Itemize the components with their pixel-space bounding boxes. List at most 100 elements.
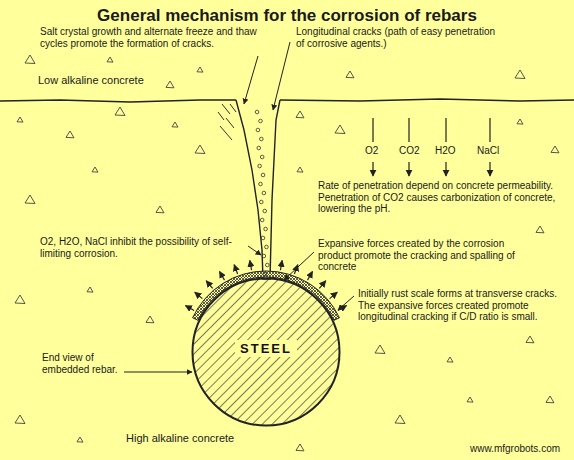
debris-dot bbox=[260, 155, 264, 159]
rebar-section: STEEL bbox=[191, 277, 341, 427]
aggregate-stone bbox=[87, 287, 93, 292]
aggregate-stone bbox=[296, 111, 304, 118]
annotation: NaCl bbox=[477, 145, 499, 157]
penetration-arrow bbox=[445, 162, 446, 176]
penetration-arrow bbox=[445, 118, 446, 142]
aggregate-stone bbox=[92, 167, 98, 172]
debris-dot bbox=[265, 245, 269, 249]
aggregate-stone bbox=[536, 226, 544, 233]
force-arrow bbox=[319, 281, 325, 289]
concrete-surface bbox=[0, 100, 236, 102]
aggregate-stone bbox=[346, 71, 354, 78]
penetration-arrow bbox=[489, 118, 490, 142]
aggregate-stone bbox=[66, 131, 74, 138]
debris-dot bbox=[259, 182, 263, 186]
annotation: H2O bbox=[435, 145, 456, 157]
penetration-arrow bbox=[408, 118, 409, 142]
aggregate-stone bbox=[156, 206, 164, 213]
leader-line bbox=[124, 372, 192, 373]
diagram-title: General mechanism for the corrosion of r… bbox=[0, 6, 574, 26]
aggregate-stone bbox=[15, 415, 25, 424]
force-arrow bbox=[195, 292, 203, 298]
aggregate-stone bbox=[296, 444, 304, 451]
force-arrow bbox=[234, 265, 237, 274]
leader-line bbox=[273, 42, 290, 110]
debris-dot bbox=[264, 227, 268, 231]
annotation: Salt crystal growth and alternate freeze… bbox=[40, 26, 262, 49]
penetration-arrow bbox=[372, 162, 373, 176]
debris-dot bbox=[262, 191, 266, 195]
debris-dot bbox=[259, 119, 263, 123]
debris-dot bbox=[263, 272, 267, 276]
force-arrow bbox=[308, 271, 313, 280]
aggregate bbox=[15, 55, 559, 451]
force-arrow bbox=[250, 260, 252, 270]
penetration-arrow bbox=[489, 162, 490, 176]
debris-dot bbox=[255, 110, 259, 114]
aggregate-stone bbox=[25, 195, 35, 204]
aggregate-stone bbox=[107, 57, 113, 62]
debris-dot bbox=[260, 218, 264, 222]
leader-line bbox=[248, 246, 261, 255]
aggregate-stone bbox=[297, 167, 303, 172]
leader-line bbox=[338, 296, 354, 310]
annotation: High alkaline concrete bbox=[126, 432, 276, 445]
penetration-arrow bbox=[372, 118, 373, 142]
debris-dot bbox=[265, 263, 269, 267]
penetration-arrow bbox=[408, 162, 409, 176]
aggregate-stone bbox=[195, 145, 205, 154]
micro-cracks bbox=[218, 104, 236, 140]
aggregate-stone bbox=[25, 55, 35, 64]
annotation: O2, H2O, NaCl inhibit the possibility of… bbox=[40, 236, 245, 259]
debris-dot bbox=[261, 173, 265, 177]
force-arrow bbox=[206, 281, 212, 289]
aggregate-stone bbox=[515, 70, 525, 79]
annotation: www.mfgrobots.com bbox=[470, 443, 560, 455]
annotation: O2 bbox=[365, 145, 378, 157]
aggregate-stone bbox=[375, 345, 385, 354]
force-arrow bbox=[220, 271, 225, 280]
annotation: Rate of penetration depend on concrete p… bbox=[318, 180, 558, 215]
leader-line bbox=[244, 56, 258, 104]
annotation: Expansive forces created by the corrosio… bbox=[318, 238, 533, 273]
debris-dot bbox=[261, 236, 265, 240]
aggregate-stone bbox=[335, 125, 345, 134]
annotation: End view of embedded rebar. bbox=[42, 352, 122, 375]
aggregate-stone bbox=[197, 67, 203, 72]
debris-dot bbox=[258, 164, 262, 168]
aggregate-stone bbox=[551, 146, 559, 153]
penetration-arrows bbox=[373, 118, 490, 176]
aggregate-stone bbox=[447, 357, 453, 362]
force-arrow bbox=[330, 292, 338, 298]
longitudinal-crack bbox=[236, 100, 280, 279]
aggregate-stone bbox=[517, 119, 523, 124]
crack-debris bbox=[255, 110, 269, 276]
aggregate-stone bbox=[166, 81, 174, 88]
steel-bar bbox=[193, 279, 340, 426]
aggregate-stone bbox=[77, 437, 83, 442]
debris-dot bbox=[257, 146, 261, 150]
aggregate-stone bbox=[15, 295, 25, 304]
concrete-surface bbox=[280, 99, 574, 101]
annotation: Longitudinal cracks (path of easy penetr… bbox=[296, 26, 496, 49]
aggregate-stone bbox=[467, 397, 473, 402]
annotation: Low alkaline concrete bbox=[38, 74, 188, 87]
aggregate-stone bbox=[526, 336, 534, 343]
aggregate-stone bbox=[172, 122, 178, 127]
annotation: Initially rust scale forms at transverse… bbox=[358, 288, 563, 323]
debris-dot bbox=[260, 200, 264, 204]
debris-dot bbox=[256, 128, 260, 132]
force-arrow bbox=[280, 260, 282, 270]
aggregate-stone bbox=[17, 117, 23, 122]
aggregate-stone bbox=[115, 107, 125, 116]
annotation: CO2 bbox=[399, 145, 420, 157]
debris-dot bbox=[262, 254, 266, 258]
debris-dot bbox=[260, 137, 264, 141]
aggregate-stone bbox=[395, 415, 405, 424]
debris-dot bbox=[263, 209, 267, 213]
leader-line bbox=[284, 252, 314, 280]
force-arrow bbox=[185, 306, 194, 311]
aggregate-stone bbox=[546, 396, 554, 403]
aggregate-stone bbox=[146, 316, 154, 323]
